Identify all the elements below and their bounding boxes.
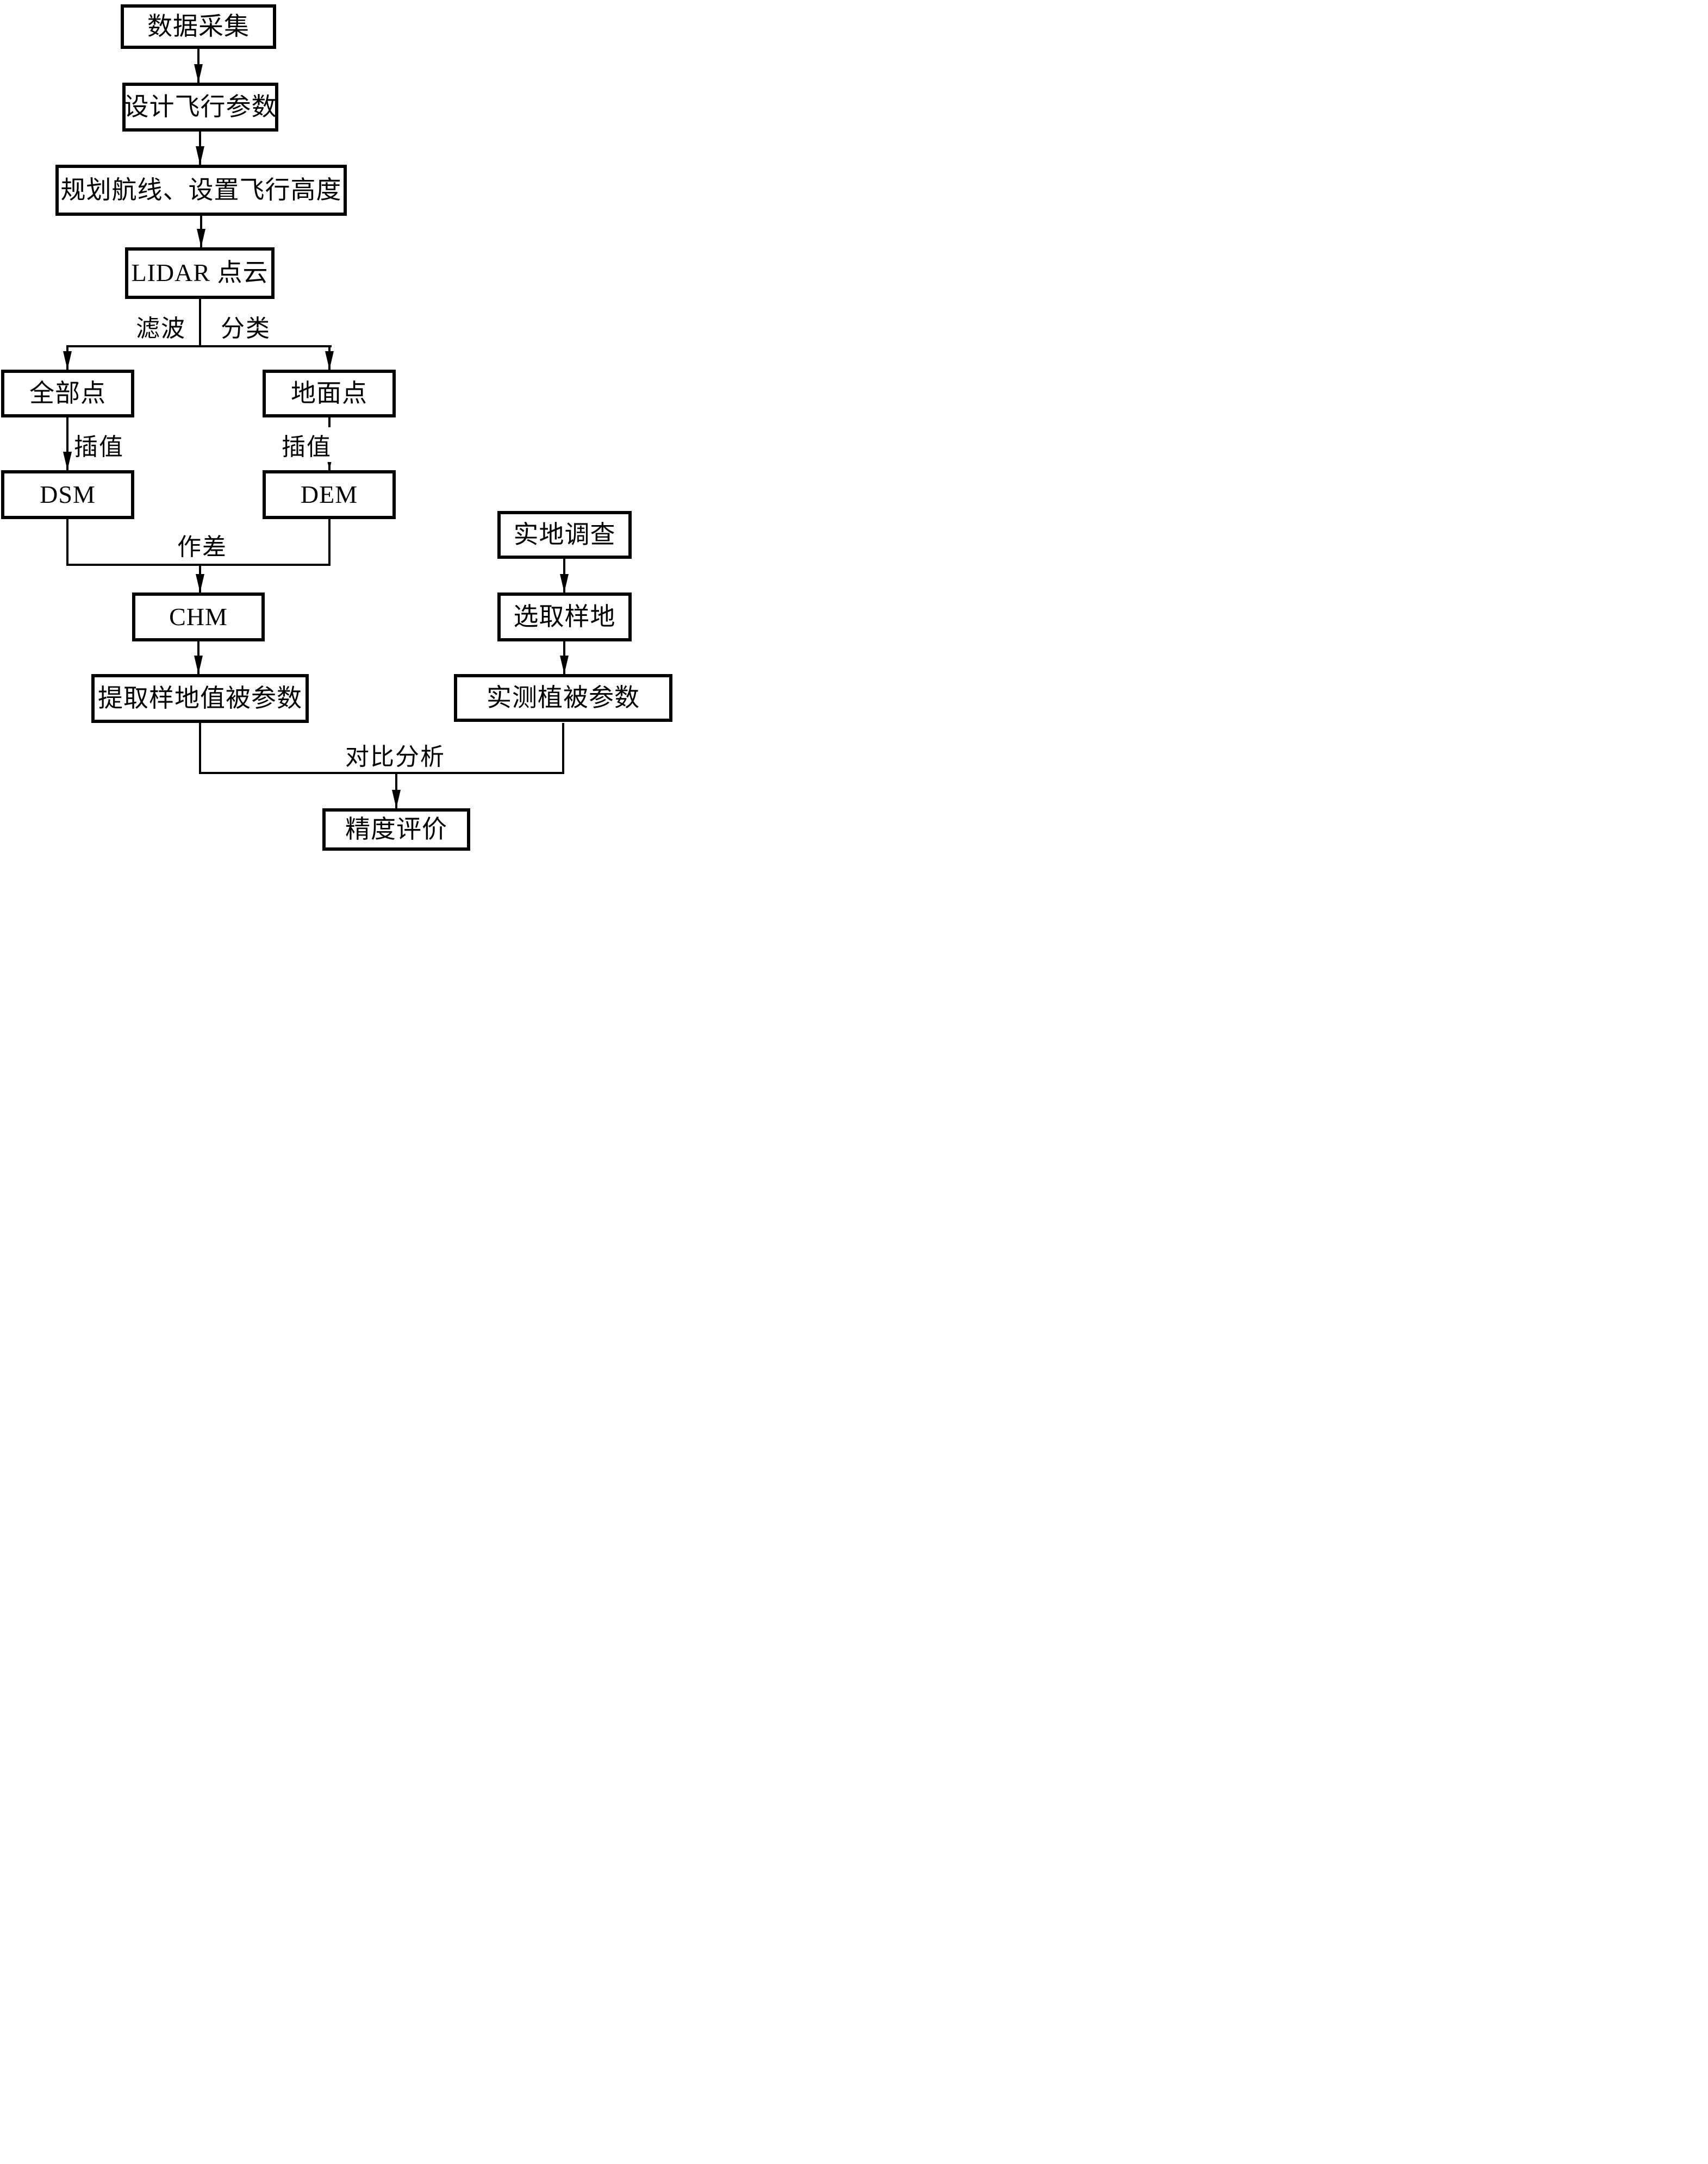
edge-label-difference: 作差 [175, 527, 229, 562]
connector-all-points-to-dsm [66, 417, 68, 470]
arrowhead-into-accuracy-evaluation [392, 790, 401, 808]
arrowhead-into-measured-params [560, 656, 569, 674]
node-lidar-points-label: LIDAR 点云 [131, 259, 269, 287]
arrowhead-into-plot-selection [560, 574, 569, 593]
connector-dsm-to-difference-bar [66, 519, 68, 566]
node-field-survey: 实地调查 [497, 511, 632, 559]
node-data-collection: 数据采集 [121, 4, 276, 49]
node-chm-label: CHM [169, 602, 228, 631]
connector-lidar-points-to-split [199, 299, 201, 347]
edge-label-filtering: 滤波 [134, 309, 188, 344]
arrowhead-into-dsm [63, 452, 72, 470]
node-data-collection-label: 数据采集 [147, 12, 250, 40]
arrowhead-into-flight-params [194, 64, 203, 83]
arrowhead-into-lidar-points [197, 229, 205, 247]
node-extract-plot-vegetation-params-label: 提取样地值被参数 [98, 684, 302, 712]
arrowhead-into-all-points [63, 351, 72, 370]
node-accuracy-evaluation: 精度评价 [322, 808, 470, 851]
flowchart-canvas: 数据采集 设计飞行参数 规划航线、设置飞行高度 LIDAR 点云 全部点 地面点… [0, 0, 672, 852]
node-dem: DEM [263, 470, 396, 519]
node-measured-vegetation-params: 实测植被参数 [454, 674, 672, 722]
edge-label-comparative-analysis: 对比分析 [343, 737, 447, 772]
node-all-points-label: 全部点 [29, 379, 106, 407]
connector-comparison-bar [199, 772, 564, 774]
connector-measured-params-to-comparison-bar [562, 723, 564, 774]
connector-split-bar [66, 345, 332, 347]
edge-label-interpolation-right: 插值 [279, 427, 334, 462]
node-lidar-points: LIDAR 点云 [125, 247, 275, 299]
node-plot-selection-label: 选取样地 [513, 602, 616, 631]
node-flight-params-label: 设计飞行参数 [123, 92, 277, 121]
edge-label-classification: 分类 [219, 309, 273, 344]
node-plot-selection: 选取样地 [497, 593, 632, 641]
node-dem-label: DEM [300, 480, 358, 508]
node-all-points: 全部点 [1, 370, 134, 417]
node-flight-params: 设计飞行参数 [122, 83, 278, 132]
node-extract-plot-vegetation-params: 提取样地值被参数 [91, 674, 309, 723]
node-ground-points: 地面点 [263, 370, 396, 417]
arrowhead-into-route-planning [196, 146, 204, 165]
node-dsm-label: DSM [40, 480, 96, 508]
node-route-planning: 规划航线、设置飞行高度 [55, 165, 347, 216]
node-ground-points-label: 地面点 [291, 379, 367, 407]
connector-difference-bar [66, 564, 331, 566]
arrowhead-into-extract-params [194, 656, 203, 674]
node-accuracy-evaluation-label: 精度评价 [345, 815, 447, 843]
connector-extract-params-to-comparison-bar [199, 723, 201, 774]
arrowhead-into-ground-points [325, 351, 334, 370]
node-chm: CHM [132, 593, 265, 641]
node-dsm: DSM [1, 470, 134, 519]
arrowhead-into-chm [196, 574, 204, 593]
edge-label-interpolation-left: 插值 [72, 427, 126, 462]
node-route-planning-label: 规划航线、设置飞行高度 [60, 176, 342, 204]
node-field-survey-label: 实地调查 [513, 520, 616, 548]
node-measured-vegetation-params-label: 实测植被参数 [487, 683, 640, 712]
connector-dem-to-difference-bar [328, 519, 331, 566]
